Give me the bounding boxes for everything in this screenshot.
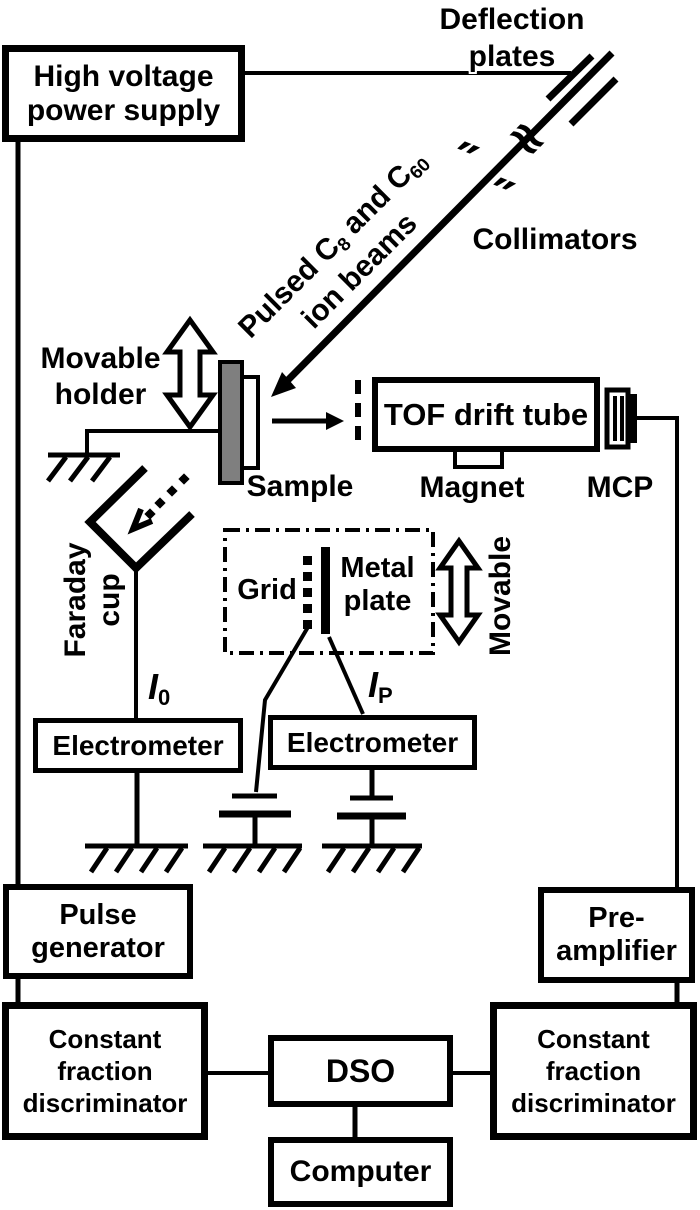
electrometer-right-label: Electrometer: [286, 726, 459, 758]
sample-to-tof-arrowhead-icon: [326, 412, 344, 430]
reflected-beam-dotted-arrow-icon: [127, 473, 190, 535]
cfd-right-line3: discriminator: [511, 1088, 676, 1118]
i0-current-label: I0: [148, 666, 171, 711]
collimators-label: Collimators: [472, 223, 638, 256]
sample-plate: [218, 360, 244, 485]
tof-label: TOF drift tube: [383, 396, 589, 432]
ion-beam-arrowhead-icon: [271, 372, 296, 397]
detector-updown-arrow-icon: [435, 536, 483, 647]
mcp-housing: [604, 387, 631, 450]
dso-box: DSO: [268, 1035, 453, 1107]
dso-label: DSO: [325, 1052, 396, 1089]
hvps-label-line2: power supply: [26, 93, 221, 127]
ground-a-hatch-icon: [88, 846, 185, 874]
detector-dashdot-box: [223, 528, 435, 655]
preamplifier-box: Pre- amplifier: [538, 887, 695, 983]
deflection-plate-upper: [545, 53, 595, 102]
cfd-left-line1: Constant: [48, 1024, 162, 1054]
preamplifier-line2: amplifier: [556, 935, 677, 967]
sample-label: Sample: [246, 470, 354, 503]
grid-dotted-line: [303, 556, 312, 629]
ground-b-hatch-icon: [206, 846, 303, 874]
deflection-plates-label: Deflection plates: [439, 3, 585, 73]
magnet-label: Magnet: [419, 471, 525, 504]
cfd-left-line2: fraction: [57, 1056, 153, 1086]
collimator-mark-lower-icon: ″: [477, 167, 521, 231]
ground-sample-hatch-icon: [46, 455, 112, 483]
computer-box: Computer: [268, 1137, 453, 1207]
faraday-cup-shape: [84, 465, 195, 574]
mcp-plates: [613, 396, 624, 441]
plate-to-electrometer-wire: [327, 636, 365, 715]
electrometer-left-box: Electrometer: [33, 718, 243, 773]
deflection-plate-lower: [568, 76, 619, 127]
preamplifier-line1: Pre-: [588, 902, 645, 934]
ground-c-hatch-icon: [325, 846, 422, 874]
cfd-right-line2: fraction: [545, 1056, 642, 1086]
grid-label: Grid: [237, 574, 297, 606]
electrometer-left-label: Electrometer: [52, 729, 224, 761]
mcp-to-preamp-wire: [637, 416, 679, 887]
movable-holder-label: Movable holder: [40, 342, 161, 411]
grid-to-capacitor-wire: [254, 625, 310, 793]
electrometer-right-box: Electrometer: [268, 715, 477, 770]
cfd-left-line3: discriminator: [22, 1088, 188, 1118]
metal-plate-bar: [321, 547, 330, 634]
pulse-generator-box: Pulse generator: [3, 884, 193, 979]
ip-current-label: IP: [368, 664, 393, 709]
capacitor-plate-icon: [337, 770, 406, 846]
pulse-generator-line1: Pulse: [59, 898, 137, 931]
movable-holder-updown-arrow-icon: [162, 315, 218, 432]
metal-plate-label: Metal plate: [340, 552, 415, 617]
mcp-label: MCP: [586, 471, 654, 504]
faraday-cup-label: Faraday cup: [59, 542, 126, 658]
movable-detector-label: Movable: [484, 535, 517, 657]
mcp-anode: [630, 394, 637, 443]
capacitor-grid-icon: [219, 793, 291, 846]
cfd-right-line1: Constant: [537, 1024, 650, 1054]
cfd-right-box: Constant fraction discriminator: [490, 1002, 697, 1140]
sample-ground-wire: [85, 429, 220, 456]
cfd-left-box: Constant fraction discriminator: [2, 1002, 208, 1140]
ion-beam-line: [285, 50, 615, 383]
hvps-label-line1: High voltage: [33, 59, 214, 93]
high-voltage-power-supply-box: High voltage power supply: [2, 45, 245, 142]
computer-label: Computer: [289, 1155, 432, 1188]
tof-drift-tube-box: TOF drift tube: [372, 377, 600, 452]
pulse-generator-line2: generator: [31, 931, 165, 964]
